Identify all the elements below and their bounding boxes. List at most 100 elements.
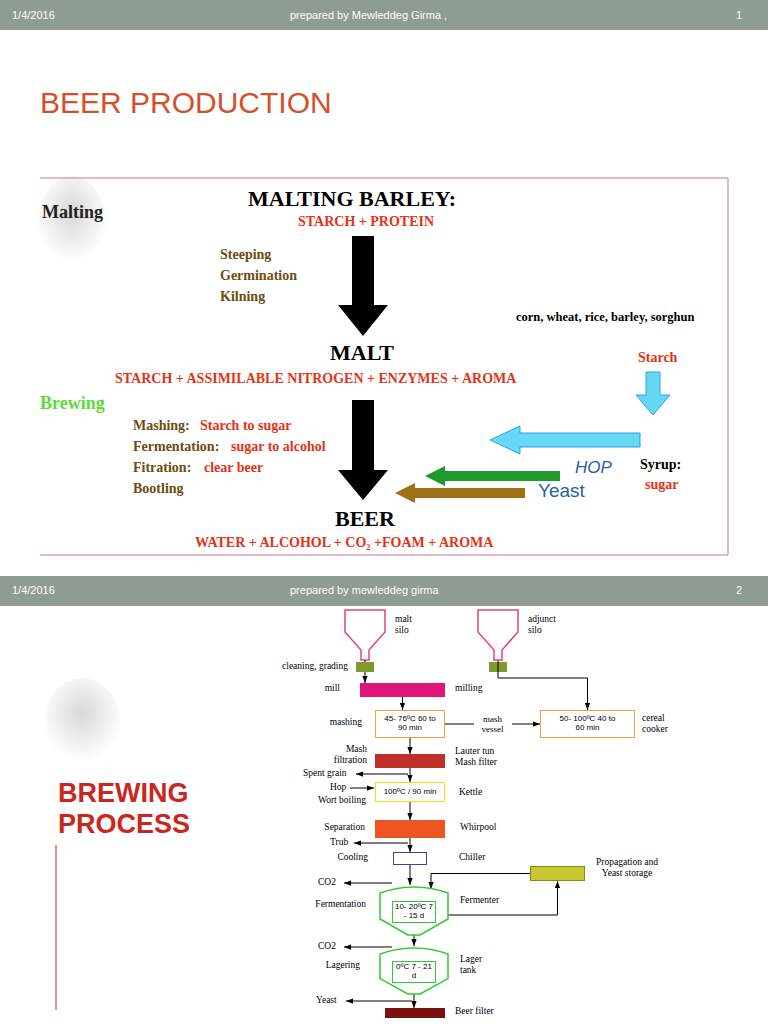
cereal-cooker: 50- 100ºC 40 to 60 mincereal cooker bbox=[540, 710, 635, 738]
box-label: Lagering bbox=[326, 960, 360, 971]
label-text: MALTING BARLEY: bbox=[248, 186, 456, 211]
box-label: adjunct silo bbox=[528, 614, 566, 636]
faded-figure bbox=[38, 176, 106, 268]
box-label: mill bbox=[325, 683, 340, 694]
accent-line bbox=[56, 845, 57, 1010]
funnel-outline bbox=[345, 610, 385, 660]
label-text: STARCH + ASSIMILABLE NITROGEN + ENZYMES … bbox=[115, 371, 516, 387]
leader-arrow bbox=[344, 883, 392, 884]
process-arrow bbox=[338, 400, 388, 500]
leader-arrow bbox=[350, 788, 374, 789]
box-label: Fermentation bbox=[315, 899, 366, 910]
leader-arrow bbox=[354, 843, 408, 844]
box-label: Lager tank bbox=[460, 954, 492, 976]
flow-connector bbox=[431, 874, 530, 890]
label-text: Steeping bbox=[220, 247, 271, 263]
mill-box: millmilling bbox=[360, 683, 445, 697]
yeast-propagator: Propagation and Yeast storage bbox=[530, 866, 585, 881]
flow-connector bbox=[414, 935, 415, 946]
label-text: Fermentation: bbox=[133, 439, 219, 455]
tank-outline bbox=[380, 887, 448, 935]
box-text: 50- 100ºC 40 to 60 min bbox=[559, 715, 617, 733]
box-label: Whirpool bbox=[460, 822, 496, 833]
header-bar bbox=[0, 576, 768, 606]
process-arrow bbox=[338, 236, 388, 336]
label-text: 1 bbox=[736, 9, 742, 22]
box-label: mashing bbox=[330, 717, 362, 728]
label-text: STARCH + PROTEIN bbox=[298, 214, 434, 230]
label-text: CO2 bbox=[318, 877, 336, 888]
box-label: Beer filter bbox=[455, 1006, 494, 1017]
box-label: cereal cooker bbox=[642, 713, 682, 735]
label-text: Brewing bbox=[40, 393, 105, 414]
starch-arrow bbox=[636, 372, 670, 415]
label-text: HOP bbox=[575, 458, 612, 478]
box-label: Propagation and Yeast storage bbox=[596, 857, 658, 879]
flow-connector bbox=[442, 881, 558, 915]
label-text: Spent grain bbox=[303, 768, 347, 779]
leader-arrow bbox=[344, 947, 392, 948]
yeast-arrow bbox=[395, 483, 525, 503]
box-label: Mash filtration bbox=[325, 744, 367, 766]
box-text: 10- 20ºC 7 - 15 d bbox=[392, 901, 436, 923]
box-label: Chiller bbox=[459, 852, 485, 863]
fermenter-tank: Fermentation10- 20ºC 7 - 15 dFermenter bbox=[380, 885, 448, 935]
label-text: Malting bbox=[42, 202, 103, 223]
label-text: corn, wheat, rice, barley, sorghun bbox=[516, 310, 694, 324]
flow-connector bbox=[402, 697, 403, 710]
tank-outline bbox=[380, 948, 448, 994]
wort-chiller: CoolingChiller bbox=[393, 852, 427, 865]
flow-connector bbox=[410, 802, 411, 820]
beer-filter: Beer filter bbox=[385, 1008, 445, 1018]
label-text: 2 bbox=[736, 584, 742, 597]
label-text: WATER + ALCOHOL + CO₂ +FOAM + AROMA bbox=[195, 535, 493, 551]
label-text: 1/4/2016 bbox=[12, 9, 55, 22]
flow-connector bbox=[365, 672, 366, 683]
mash-vessel: mashing45- 76ºC 60 to 90 min bbox=[375, 710, 445, 738]
label-text: MALT bbox=[330, 340, 394, 365]
mash-filter: Mash filtrationLauter tun Mash filter bbox=[375, 754, 445, 768]
flow-connector bbox=[410, 838, 411, 852]
label-text: Bootling bbox=[133, 481, 184, 497]
label-text: sugar bbox=[645, 477, 678, 493]
box-label: Separation bbox=[324, 822, 365, 833]
label-text: prepared by mewleddeg girma bbox=[290, 584, 439, 597]
label-text: prepared by Mewleddeg Girma , bbox=[290, 9, 447, 22]
box-label: cleaning, grading bbox=[282, 661, 348, 672]
connector-label: mash vessel bbox=[474, 714, 512, 735]
header-bar bbox=[0, 0, 768, 30]
label-text: Starch bbox=[638, 350, 677, 366]
box-text: 45- 76ºC 60 to 90 min bbox=[384, 715, 436, 733]
funnel-outline bbox=[345, 610, 385, 660]
flow-connector bbox=[410, 738, 411, 754]
flow-connector bbox=[410, 768, 411, 782]
box-label: Lauter tun Mash filter bbox=[455, 746, 510, 768]
label-text: Hop bbox=[330, 782, 346, 793]
flow-connector bbox=[414, 994, 415, 1008]
label-text: Trub bbox=[330, 837, 348, 848]
silo-hopper: malt silo bbox=[345, 610, 385, 660]
label-text: clear beer bbox=[204, 460, 263, 476]
label-text: CO2 bbox=[318, 941, 336, 952]
box-label: Wort boiling bbox=[318, 795, 366, 806]
flow-connector bbox=[410, 865, 411, 885]
label-text: Kilning bbox=[220, 289, 265, 305]
box-text: 0ºC 7 - 21 d bbox=[392, 961, 436, 983]
slide-title: BREWING PROCESS bbox=[58, 778, 238, 840]
funnel-outline bbox=[478, 610, 518, 660]
slide-title: BEER PRODUCTION bbox=[40, 86, 332, 121]
whirlpool-box: SeparationWhirpool bbox=[375, 820, 445, 838]
box-label: milling bbox=[455, 683, 482, 694]
label-text: 1/4/2016 bbox=[12, 584, 55, 597]
silo-hopper: adjunct silo bbox=[478, 610, 518, 660]
label-text: Syrup: bbox=[640, 457, 681, 473]
label-text: Yeast bbox=[538, 480, 585, 502]
box-label: Kettle bbox=[459, 787, 482, 798]
box-label: malt silo bbox=[395, 614, 421, 636]
box-label: Cooling bbox=[337, 852, 368, 863]
starch-arrow bbox=[490, 426, 640, 454]
label-text: Fitration: bbox=[133, 460, 191, 476]
leader-arrow bbox=[346, 1001, 412, 1002]
flow-connector bbox=[498, 660, 588, 710]
